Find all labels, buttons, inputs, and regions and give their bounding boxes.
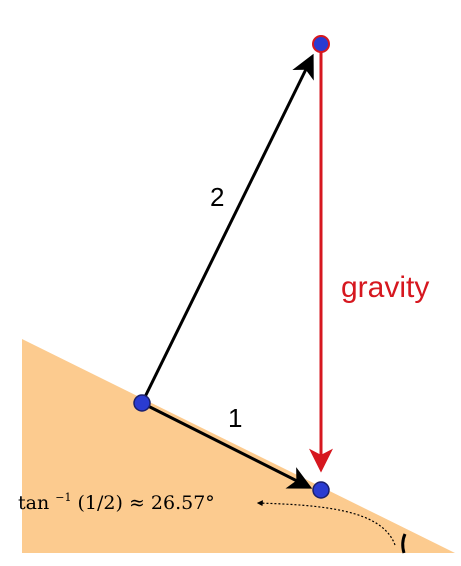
end-point (312, 481, 330, 499)
vector-2-label: 2 (210, 182, 224, 212)
angle-value-text: (1/2) ≈ 26.57° (78, 492, 215, 514)
angle-arc (401, 533, 407, 554)
inclined-ground (22, 339, 455, 553)
angle-superscript: −1 (55, 491, 71, 504)
gravity-label: gravity (341, 271, 429, 304)
top-point (312, 35, 330, 53)
angle-tan-text: tan (18, 492, 49, 514)
vector-1-label: 1 (228, 403, 242, 433)
vector-1-arrow (141, 401, 313, 489)
angle-annotation: tan −1 (1/2) ≈ 26.57° (18, 484, 215, 514)
vector-2-arrow (140, 53, 314, 404)
angle-callout-arrow (256, 500, 396, 546)
start-point (133, 394, 151, 412)
